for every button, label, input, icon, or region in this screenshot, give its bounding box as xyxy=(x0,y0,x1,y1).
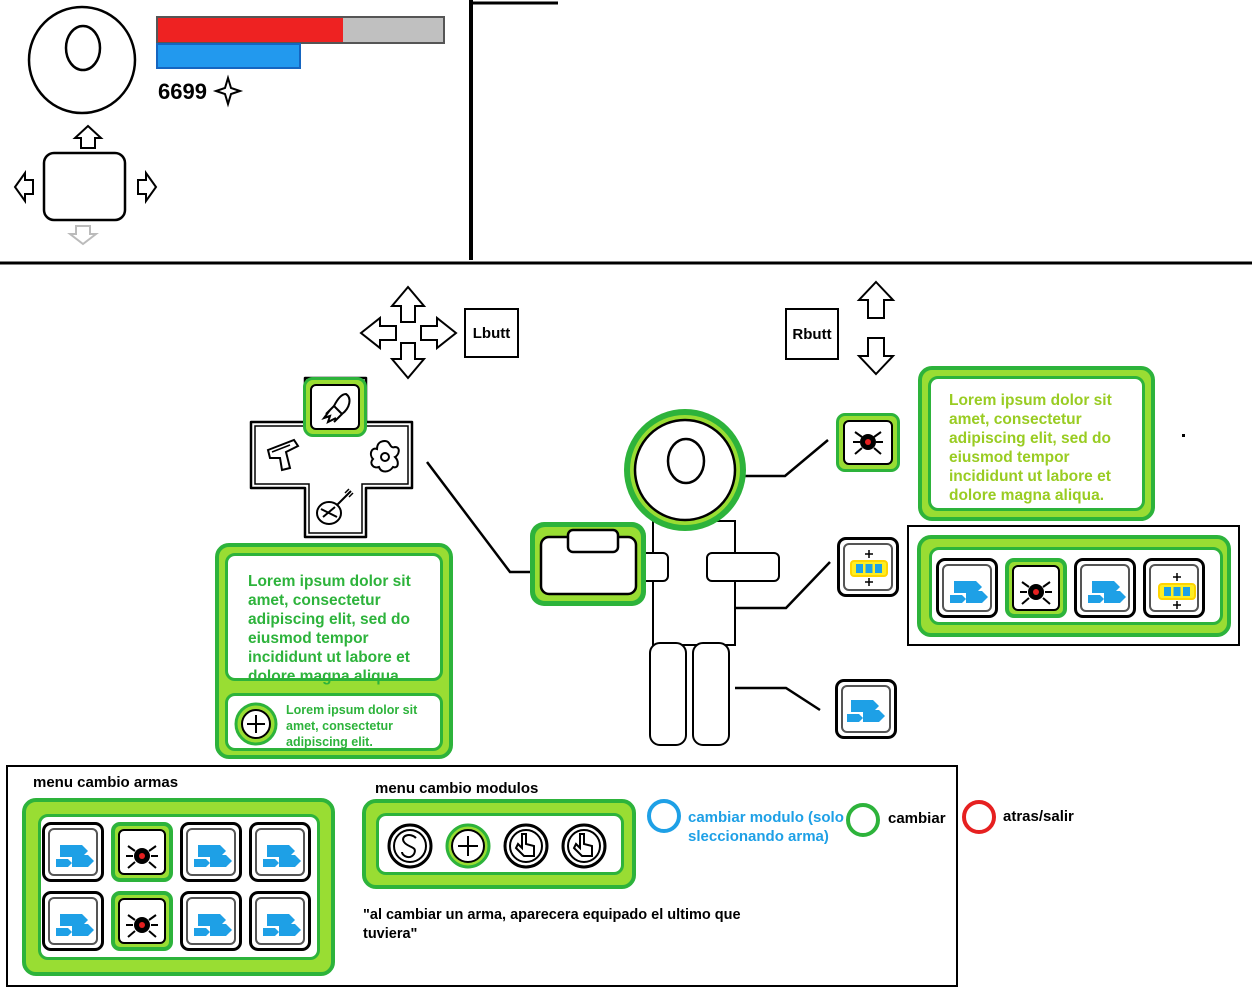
crosshair-icon[interactable] xyxy=(444,822,492,875)
spider-icon xyxy=(124,907,160,948)
rbutt-button[interactable]: Rbutt xyxy=(785,308,839,360)
lbutt-button[interactable]: Lbutt xyxy=(464,308,519,358)
battery-icon xyxy=(850,550,888,586)
module-slot-legs[interactable] xyxy=(835,679,897,739)
modules-menu-title: menu cambio modulos xyxy=(375,780,539,797)
health-bar-fill xyxy=(158,18,344,42)
legend-green-label: cambiar xyxy=(888,810,946,827)
battery-icon xyxy=(1155,573,1199,614)
dash-arrows-icon xyxy=(948,573,992,614)
module-slot-torso[interactable] xyxy=(837,537,899,597)
module-info-text: Lorem ipsum dolor sit amet, consectetur … xyxy=(949,392,1112,504)
weapon-menu-tile-0-3[interactable] xyxy=(249,822,311,882)
dash-arrows-icon xyxy=(1086,573,1130,614)
weapon-slot-up[interactable] xyxy=(303,377,367,437)
energy-bar xyxy=(156,43,301,69)
weapon-menu-tile-1-2[interactable] xyxy=(180,891,242,951)
gear-blob-icon[interactable] xyxy=(365,437,405,477)
hand-icon[interactable] xyxy=(560,822,608,875)
strip-tile-0[interactable] xyxy=(936,558,998,618)
dash-arrows-icon xyxy=(192,837,236,878)
legend-red-label: atras/salir xyxy=(1003,808,1074,825)
spider-icon xyxy=(1018,574,1054,615)
quote-note: "al cambiar un arma, aparecera equipado … xyxy=(363,907,741,942)
spider-icon xyxy=(124,838,160,879)
hand-icon[interactable] xyxy=(502,822,550,875)
weapon-menu-tile-0-0[interactable] xyxy=(42,822,104,882)
spider-icon xyxy=(853,431,883,455)
strip-tile-2[interactable] xyxy=(1074,558,1136,618)
weapon-menu-tile-0-1[interactable] xyxy=(111,822,173,882)
gun-icon[interactable] xyxy=(264,436,304,476)
score-value: 6699 xyxy=(158,79,207,104)
dash-arrows-icon xyxy=(261,837,305,878)
s-icon[interactable] xyxy=(386,822,434,875)
strip-tile-3[interactable] xyxy=(1143,558,1205,618)
weapon-info-text-box: Lorem ipsum dolor sit amet, consectetur … xyxy=(225,553,443,685)
weapon-menu-tile-1-0[interactable] xyxy=(42,891,104,951)
module-slot-head[interactable] xyxy=(836,413,900,472)
grenade-icon[interactable] xyxy=(311,487,357,531)
dash-arrows-icon xyxy=(847,700,885,722)
weapon-info-sub-box: Lorem ipsum dolor sit amet, consectetur … xyxy=(225,693,443,751)
module-info-panel: Lorem ipsum dolor sit amet, consectetur … xyxy=(918,366,1155,521)
rbutt-label: Rbutt xyxy=(792,325,832,343)
legend-blue-label: cambiar modulo (solo sleccionando arma) xyxy=(688,809,844,845)
module-info-box: Lorem ipsum dolor sit amet, consectetur … xyxy=(928,376,1145,511)
legend-frame xyxy=(6,765,958,987)
rocket-icon xyxy=(321,392,351,424)
dash-arrows-icon xyxy=(54,837,98,878)
crosshair-icon xyxy=(234,702,278,746)
weapon-menu-tile-0-2[interactable] xyxy=(180,822,242,882)
strip-tile-1[interactable] xyxy=(1005,558,1067,618)
weapon-menu-tile-1-1[interactable] xyxy=(111,891,173,951)
weapon-info-panel: Lorem ipsum dolor sit amet, consectetur … xyxy=(215,543,453,759)
dash-arrows-icon xyxy=(192,906,236,947)
dash-arrows-icon xyxy=(261,906,305,947)
weapon-menu-tile-1-3[interactable] xyxy=(249,891,311,951)
weapon-info-text: Lorem ipsum dolor sit amet, consectetur … xyxy=(248,573,411,685)
dash-arrows-icon xyxy=(54,906,98,947)
health-bar xyxy=(156,16,445,44)
weapons-menu-title: menu cambio armas xyxy=(33,774,179,791)
lbutt-label: Lbutt xyxy=(472,324,511,342)
weapon-info-sub-text: Lorem ipsum dolor sit amet, consectetur … xyxy=(286,703,418,749)
